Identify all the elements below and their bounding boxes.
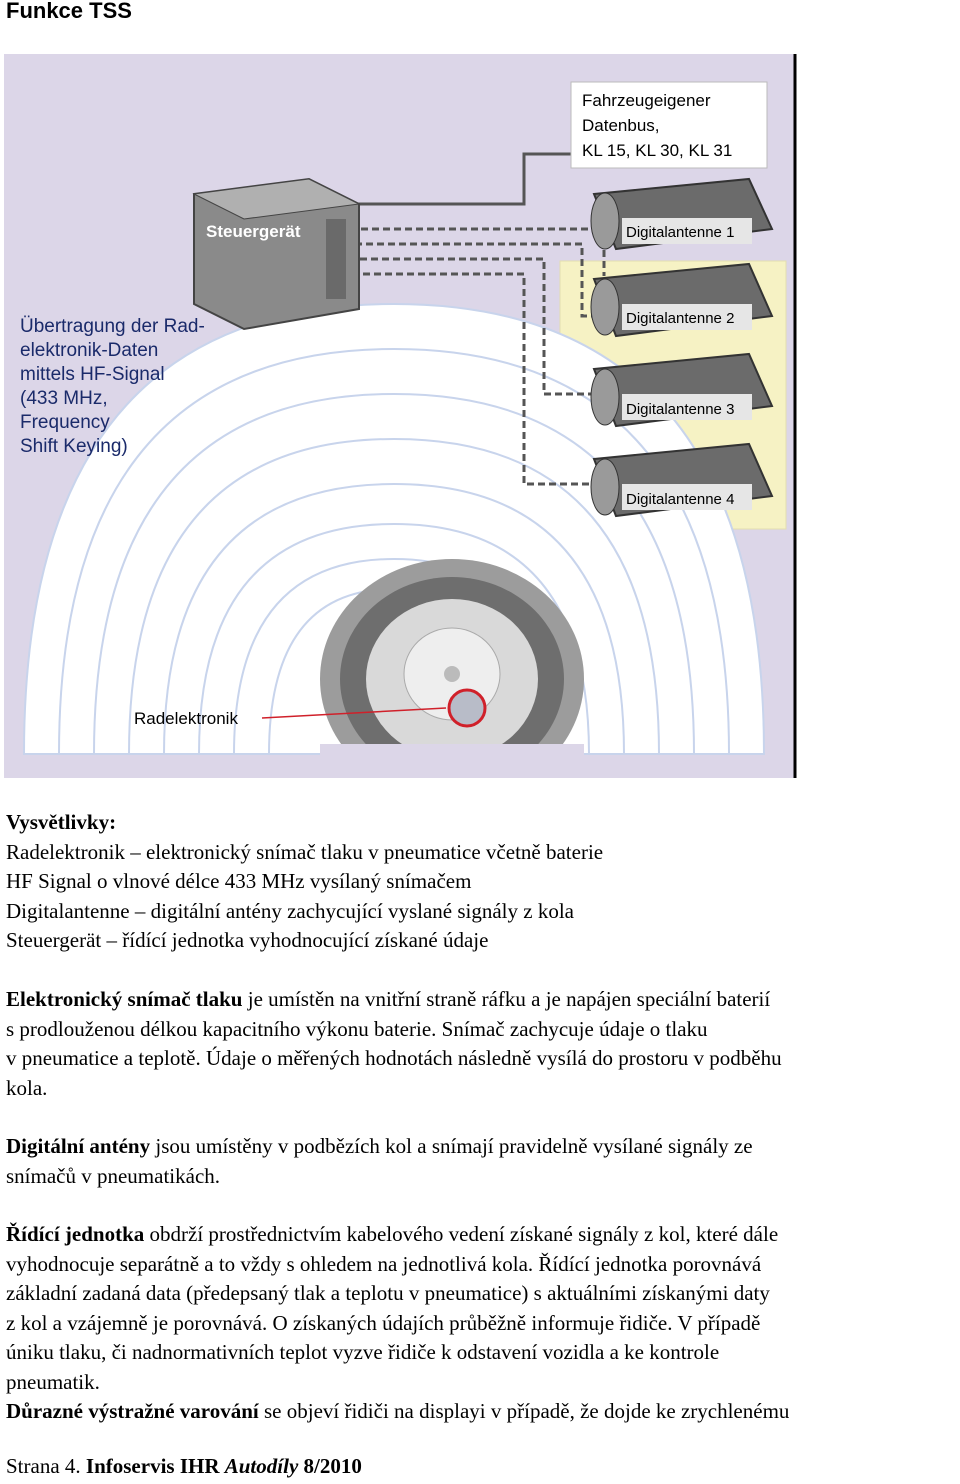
brand: Autodíly [224,1454,299,1478]
antenna-3: Digitalantenne 3 [590,352,774,428]
hf-signal-waves [22,302,766,755]
datenbus-label: Fahrzeugeigener Datenbus, KL 15, KL 30, … [582,91,732,160]
svg-text:Digitalantenne 2: Digitalantenne 2 [626,310,734,327]
legend-line: HF Signal o vlnové délce 433 MHz vysílan… [6,869,472,893]
term-jednotka: Řídící jednotka [6,1222,145,1246]
page-footer: Strana 4. Infoservis IHR Autodíly 8/2010 [6,1454,362,1479]
page-number: Strana 4. [6,1454,81,1478]
publisher: Infoservis IHR [85,1454,220,1478]
legend: Vysvětlivky: Radelektronik – elektronick… [6,808,956,956]
legend-line: Digitalantenne – digitální antény zachyc… [6,898,574,923]
antenna-2: Digitalantenne 2 [590,262,774,338]
legend-heading: Vysvětlivky: [6,810,117,834]
term-varovani: Důrazné výstražné varování [6,1399,259,1423]
paragraph-snimac: Elektronický snímač tlaku je umístěn na … [6,987,782,1100]
bus-cable [334,152,574,206]
uebertragung-label: Übertragung der Rad- elektronik-Daten mi… [20,316,210,457]
paragraph-jednotka: Řídící jednotka obdrží prostřednictvím k… [6,1222,790,1423]
legend-line: Steuergerät – řídící jednotka vyhodnocuj… [6,928,489,952]
svg-text:Digitalantenne 1: Digitalantenne 1 [626,224,734,241]
term-snimac: Elektronický snímač tlaku [6,987,243,1011]
tss-diagram: Steuergerät Fahrzeugeigener Datenbus, KL… [4,54,797,778]
steuergeraet-icon [192,177,361,331]
antenna-4: Digitalantenne 4 [590,442,774,518]
radelektronik-label: Radelektronik [134,709,238,728]
svg-text:Digitalantenne 3: Digitalantenne 3 [626,401,734,418]
steuergeraet-label: Steuergerät [206,222,301,241]
term-anteny: Digitální antény [6,1134,151,1158]
svg-text:Digitalantenne 4: Digitalantenne 4 [626,491,734,508]
radelektronik-marker [447,688,487,728]
antenna-1: Digitalantenne 1 [590,177,774,251]
legend-line: Radelektronik – elektronický snímač tlak… [6,839,604,864]
page-title: Funkce TSS [6,0,132,23]
paragraph-anteny: Digitální antény jsou umístěny v podbězí… [6,1134,753,1188]
issue: 8/2010 [303,1454,362,1478]
datenbus-label-box [570,81,768,169]
